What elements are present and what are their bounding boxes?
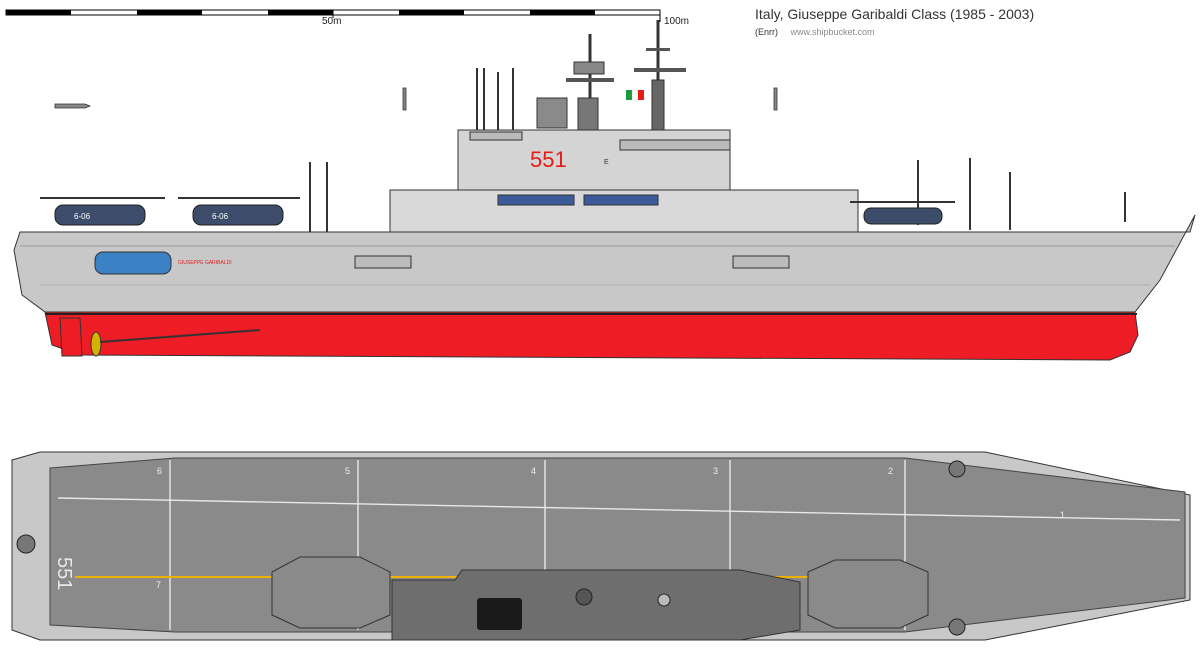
helicopter-aft-1: 6-06 <box>40 197 165 226</box>
ship-name-label: GIUSEPPE GARIBALDI <box>178 260 232 266</box>
profile-view: 551 E GIUSEPPE GARIBALDI 6-06 6-06 <box>13 20 1196 361</box>
propeller <box>90 331 102 357</box>
spot-number-2: 2 <box>888 466 893 476</box>
website-link[interactable]: www.shipbucket.com <box>790 27 875 37</box>
pennant-number-deck: 551 <box>53 557 75 590</box>
hull-antifouling <box>44 311 1139 361</box>
main-mast <box>566 20 686 140</box>
island-plan <box>391 569 801 641</box>
scale-bar <box>5 9 661 22</box>
helicopter-fwd <box>850 201 955 225</box>
helicopter-code-1: 6-06 <box>74 212 91 221</box>
fwd-elevator <box>807 559 929 629</box>
island-marking: E <box>604 159 609 166</box>
missile-icons <box>54 87 778 111</box>
aft-elevator <box>271 556 391 629</box>
funnel-plan <box>477 598 522 630</box>
spot-number-7: 7 <box>156 580 161 590</box>
island <box>389 129 859 233</box>
helicopter-code-2: 6-06 <box>212 212 229 221</box>
author-label: (Enrr) <box>755 27 778 37</box>
spot-number-1: 1 <box>1060 510 1065 520</box>
scale-mid-label: 50m <box>322 16 342 27</box>
spot-number-4: 4 <box>531 466 536 476</box>
drawing-title: Italy, Giuseppe Garibaldi Class (1985 - … <box>755 6 1035 22</box>
rudder <box>59 317 83 357</box>
pennant-number-profile: 551 <box>530 147 567 172</box>
spot-number-3: 3 <box>713 466 718 476</box>
scale-end-label: 100m <box>664 16 690 27</box>
italian-flag <box>626 89 644 101</box>
lifeboat <box>94 251 172 275</box>
spot-number-6: 6 <box>157 466 162 476</box>
funnel <box>536 97 568 129</box>
drawing-credit: (Enrr) www.shipbucket.com <box>755 27 875 37</box>
helicopter-aft-2: 6-06 <box>178 197 300 226</box>
deck-plan-view: 6 5 4 3 2 1 7 551 <box>11 451 1191 641</box>
radar-plan <box>575 588 593 606</box>
spot-number-5: 5 <box>345 466 350 476</box>
